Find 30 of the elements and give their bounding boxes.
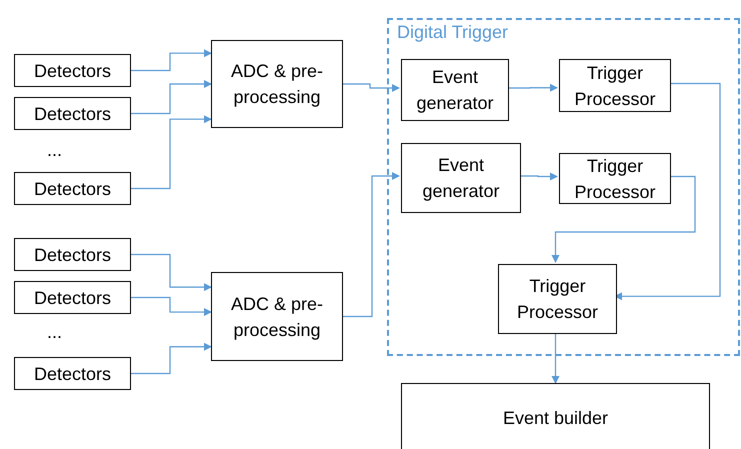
arrow [552, 176, 696, 263]
arrow [131, 254, 212, 292]
process-box: Detectors [14, 357, 131, 390]
ellipsis-label: ... [47, 139, 62, 162]
process-box: Detectors [14, 281, 131, 314]
process-box: ADC & pre-processing [211, 272, 343, 361]
arrow [343, 83, 400, 92]
process-box: Event builder [401, 383, 710, 449]
arrow [507, 84, 558, 92]
process-box: Detectors [14, 238, 131, 271]
arrow [343, 172, 400, 318]
arrow [131, 49, 212, 72]
dashed-group-frame [387, 18, 740, 356]
arrow [131, 296, 212, 316]
group-title: Digital Trigger [397, 21, 508, 44]
arrow [552, 332, 560, 384]
process-box: Trigger Processor [559, 59, 671, 112]
process-box: Event generator [401, 143, 521, 213]
process-box: Detectors [14, 172, 131, 205]
arrow [131, 115, 212, 190]
process-box: Trigger Processor [559, 153, 671, 204]
process-box: Detectors [14, 54, 131, 87]
arrow [131, 342, 212, 374]
ellipsis-label: ... [47, 321, 62, 344]
process-box: Trigger Processor [498, 264, 617, 334]
arrow [131, 80, 212, 114]
process-box: Detectors [14, 97, 131, 130]
process-box: Event generator [401, 59, 509, 121]
arrow [519, 172, 558, 180]
process-box: ADC & pre-processing [211, 40, 343, 128]
